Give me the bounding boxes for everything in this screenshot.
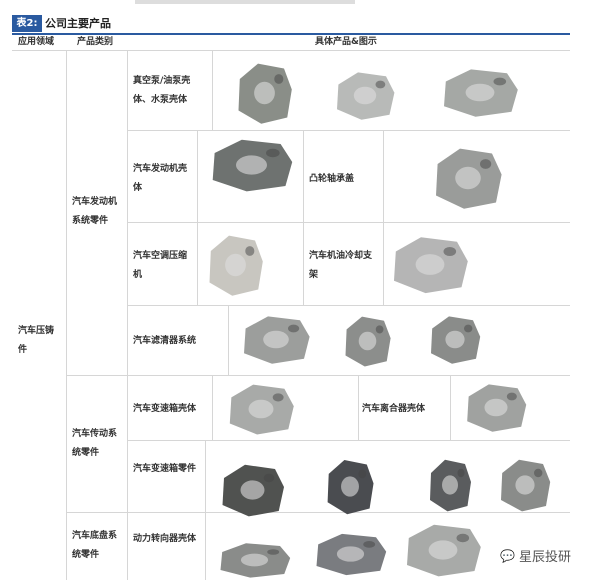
product-image bbox=[308, 530, 393, 578]
divider bbox=[127, 222, 570, 223]
divider bbox=[383, 130, 384, 305]
product-image bbox=[322, 455, 378, 518]
divider bbox=[66, 375, 570, 376]
product-image bbox=[222, 380, 300, 438]
domain-label: 汽车压铸件 bbox=[18, 326, 55, 355]
product-image bbox=[425, 312, 485, 367]
divider bbox=[127, 50, 128, 580]
divider bbox=[228, 305, 229, 375]
product-image bbox=[460, 380, 532, 435]
product-image bbox=[385, 232, 475, 297]
table-number-badge: 表2: bbox=[12, 15, 42, 32]
title-rule bbox=[12, 33, 570, 35]
divider bbox=[12, 50, 570, 51]
product-label: 汽车发动机壳体 bbox=[133, 164, 188, 193]
product-image bbox=[203, 135, 300, 195]
category-transmission: 汽车传动系统零件 bbox=[72, 429, 118, 458]
watermark-text: 星辰投研 bbox=[518, 550, 571, 565]
product-label: 汽车离合器壳体 bbox=[362, 404, 426, 414]
divider bbox=[127, 440, 570, 441]
product-image bbox=[203, 230, 268, 300]
product-image bbox=[435, 65, 525, 120]
product-image bbox=[340, 312, 395, 370]
product-image bbox=[232, 58, 297, 128]
product-label: 汽车机油冷却支架 bbox=[309, 251, 373, 280]
divider bbox=[450, 375, 451, 440]
divider bbox=[127, 305, 570, 306]
watermark: 💬 星辰投研 bbox=[500, 546, 571, 566]
divider bbox=[66, 50, 67, 580]
divider bbox=[66, 512, 570, 513]
divider bbox=[212, 375, 213, 440]
product-image bbox=[212, 540, 297, 580]
category-engine: 汽车发动机系统零件 bbox=[72, 197, 118, 226]
product-label: 真空泵/油泵壳体、水泵壳体 bbox=[133, 76, 191, 105]
divider bbox=[303, 130, 304, 305]
product-image bbox=[398, 520, 488, 580]
product-label: 汽车空调压缩机 bbox=[133, 251, 188, 280]
product-image bbox=[425, 455, 475, 515]
wechat-icon: 💬 bbox=[500, 548, 515, 563]
divider bbox=[212, 50, 213, 130]
divider bbox=[127, 130, 570, 131]
product-label: 凸轮轴承盖 bbox=[309, 174, 355, 184]
table-title: 公司主要产品 bbox=[45, 17, 111, 30]
header-products: 具体产品&图示 bbox=[315, 37, 377, 47]
category-chassis: 汽车底盘系统零件 bbox=[72, 531, 118, 560]
header-domain: 应用领域 bbox=[18, 37, 55, 47]
divider bbox=[205, 440, 206, 580]
top-blurred-caption bbox=[135, 0, 355, 4]
product-image bbox=[236, 312, 316, 367]
header-category: 产品类别 bbox=[77, 37, 114, 47]
product-label: 动力转向器壳体 bbox=[133, 534, 197, 544]
product-image bbox=[330, 68, 400, 123]
divider bbox=[197, 130, 198, 305]
product-image bbox=[215, 460, 290, 520]
product-label: 汽车变速箱壳体 bbox=[133, 404, 197, 414]
divider bbox=[358, 375, 359, 440]
product-label: 汽车变速箱零件 bbox=[133, 464, 197, 474]
product-label: 汽车滤清器系统 bbox=[133, 336, 197, 346]
product-image bbox=[428, 143, 508, 213]
product-image bbox=[495, 455, 555, 515]
